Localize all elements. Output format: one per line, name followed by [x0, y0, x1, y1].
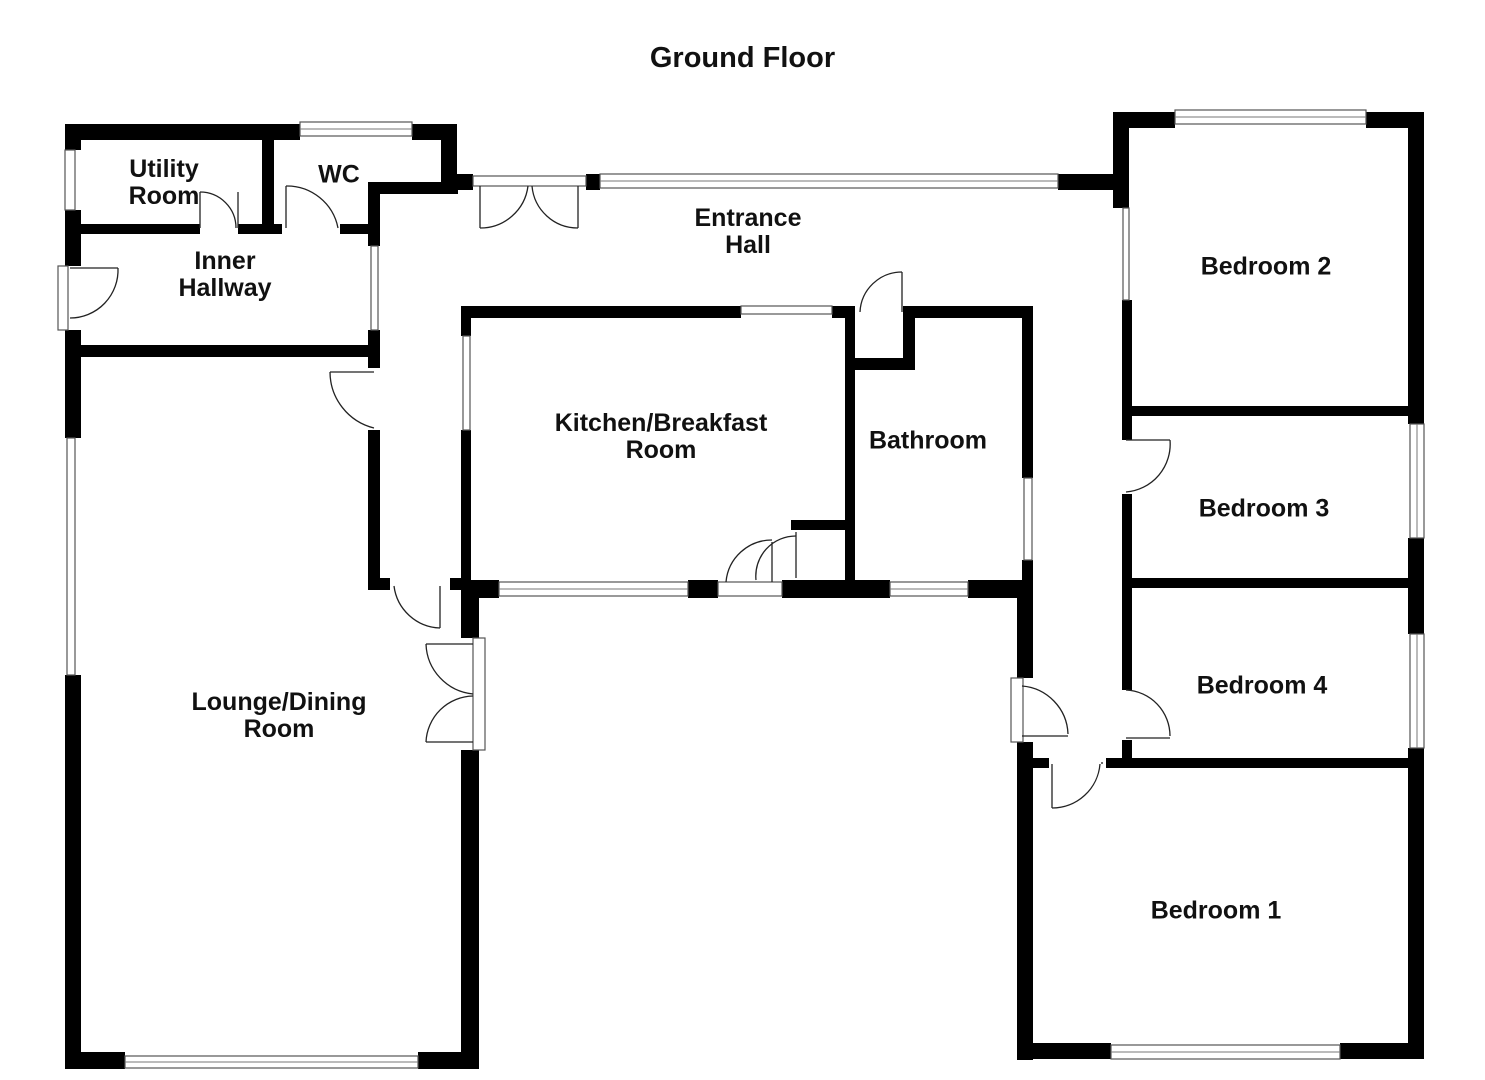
door-bedroom-1 — [1051, 763, 1101, 809]
wall-kitchen-cupboard — [791, 520, 851, 530]
wall-bath-notch — [903, 306, 915, 370]
windows — [64, 109, 1425, 1069]
door-lounge-french-a — [425, 643, 474, 695]
window-utility — [64, 149, 76, 211]
window-bed2-west — [1122, 207, 1130, 301]
room-label-utility: Utility Room — [128, 155, 200, 210]
wall-bed2-west — [1122, 300, 1132, 440]
window-kitchen-door-frame — [717, 581, 783, 597]
wall-bed1-east — [1408, 748, 1424, 1058]
wall-lounge-east-top — [461, 580, 479, 638]
wall-bed2-east — [1408, 112, 1424, 424]
door-cupboard — [859, 271, 903, 313]
wall-utility-south — [65, 224, 200, 234]
wall-top-utility — [65, 124, 300, 140]
door-entrance-left — [479, 185, 529, 229]
wall-bed-hall-west-top — [1017, 580, 1033, 678]
window-lounge-french — [472, 637, 486, 751]
window-inner-hall — [370, 245, 379, 331]
door-entrance-right — [531, 185, 579, 229]
wall-bath-top — [903, 306, 1033, 318]
floor-title: Ground Floor — [649, 42, 836, 74]
room-label-kitchen: Kitchen/Breakfast Room — [554, 409, 768, 464]
room-label-wc: WC — [318, 160, 360, 189]
wall-hall-west-top — [368, 182, 380, 246]
door-bedroom-4 — [1125, 689, 1171, 737]
walls — [65, 112, 1424, 1069]
wall-bed4-west — [1122, 740, 1132, 768]
room-label-bedroom-1: Bedroom 1 — [1150, 896, 1282, 925]
door-inner-hall-exterior — [69, 267, 119, 319]
wall-kitchen-south-c — [782, 580, 890, 598]
room-label-bedroom-4: Bedroom 4 — [1196, 671, 1328, 700]
door-lounge-french-b — [425, 695, 474, 743]
wall-inner-hall-south — [81, 345, 380, 357]
wall-kitchen-west — [461, 430, 471, 598]
wall-bed2-south — [1122, 406, 1424, 416]
wall-bed2-west-top — [1113, 112, 1129, 208]
wall-entrance-top-a — [455, 174, 473, 190]
door-hall-garden — [1021, 685, 1069, 735]
wall-utility-west-top — [65, 124, 81, 150]
door-hall-south — [393, 585, 441, 629]
wall-kitchen-south-b — [688, 580, 718, 598]
wall-wc-east — [441, 124, 457, 188]
room-label-inner-hallway: Inner Hallway — [178, 247, 272, 302]
wall-lounge-west — [65, 675, 81, 1069]
wall-lounge-east — [461, 750, 479, 1069]
wall-west-hall — [65, 330, 81, 438]
wall-kitchen-west-top — [461, 306, 471, 336]
wall-wc-south — [340, 224, 378, 234]
door-wc — [285, 185, 339, 229]
wall-hall-south-a — [368, 578, 390, 590]
wall-wc-hall — [368, 182, 458, 194]
wall-hall-west-low — [368, 430, 380, 588]
wall-bed4-south — [1106, 758, 1424, 768]
wall-utility-south-mid — [238, 224, 282, 234]
wall-bath-east-top — [1022, 306, 1033, 478]
door-kitchen-a — [725, 539, 773, 583]
window-bath-east — [1023, 477, 1033, 561]
wall-bed3-west — [1122, 494, 1132, 690]
window-kitchen-west — [462, 335, 471, 431]
room-label-bedroom-3: Bedroom 3 — [1198, 494, 1330, 523]
wall-hall-west-mid — [368, 330, 380, 368]
room-label-bedroom-2: Bedroom 2 — [1200, 252, 1332, 281]
door-bedroom-3 — [1125, 439, 1171, 493]
wall-entrance-top-c — [1058, 174, 1128, 190]
door-lounge-hall — [329, 371, 375, 429]
wall-bath-east-low — [1022, 560, 1033, 596]
door-kitchen-b — [755, 535, 797, 581]
room-label-lounge: Lounge/Dining Room — [191, 688, 367, 743]
wall-bath-notch-b — [845, 358, 915, 370]
window-kitchen-top — [740, 305, 833, 315]
doors — [57, 175, 1171, 809]
room-label-entrance-hall: Entrance Hall — [694, 204, 802, 259]
wall-bed1-stub — [1033, 758, 1049, 768]
wall-bed1-south-a — [1017, 1043, 1111, 1059]
wall-utility-wc — [262, 140, 274, 232]
wall-kitchen-top — [461, 306, 741, 318]
wall-bed3-south — [1122, 578, 1424, 588]
wall-bath-south — [968, 580, 1033, 598]
wall-lounge-south-a — [65, 1052, 125, 1069]
wall-utility-west — [65, 210, 81, 266]
wall-kitchen-bath — [845, 306, 855, 596]
wall-entrance-top-b — [586, 174, 600, 190]
room-label-bathroom: Bathroom — [868, 426, 988, 455]
wall-bed1-south-b — [1340, 1043, 1424, 1059]
window-lounge-west — [66, 437, 76, 676]
door-utility — [199, 191, 237, 229]
wall-bed1-west — [1017, 742, 1033, 1060]
